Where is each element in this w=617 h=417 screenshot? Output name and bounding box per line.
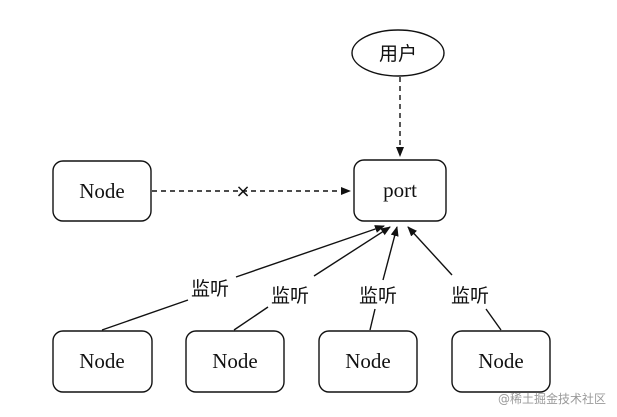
listen-label-2: 监听 — [271, 285, 309, 307]
node-bottom-3-label: Node — [345, 349, 391, 373]
node-left: Node — [52, 160, 152, 222]
edge-node-bottom-3-to-port — [369, 226, 399, 331]
user-node-label: 用户 — [379, 43, 417, 65]
listen-label-4: 监听 — [451, 285, 489, 307]
listen-label-3: 监听 — [359, 285, 397, 307]
port-node: port — [353, 159, 447, 222]
node-bottom-2-label: Node — [212, 349, 258, 373]
node-bottom-4-label: Node — [478, 349, 524, 373]
port-node-label: port — [383, 178, 417, 202]
node-bottom-1: Node — [52, 330, 153, 393]
node-bottom-1-label: Node — [79, 349, 125, 373]
node-bottom-3: Node — [318, 330, 418, 393]
node-bottom-4: Node — [451, 330, 551, 393]
watermark: @稀土掘金技术社区 — [498, 391, 606, 406]
edge-node-bottom-2-to-port — [233, 226, 391, 331]
node-left-label: Node — [79, 179, 125, 203]
listen-label-1: 监听 — [191, 278, 229, 300]
edge-node-bottom-1-to-port — [101, 225, 385, 331]
blocked-marker: × — [235, 181, 250, 202]
node-bottom-2: Node — [185, 330, 285, 393]
edge-node-bottom-4-to-port — [407, 226, 502, 331]
user-node: 用户 — [351, 29, 445, 77]
